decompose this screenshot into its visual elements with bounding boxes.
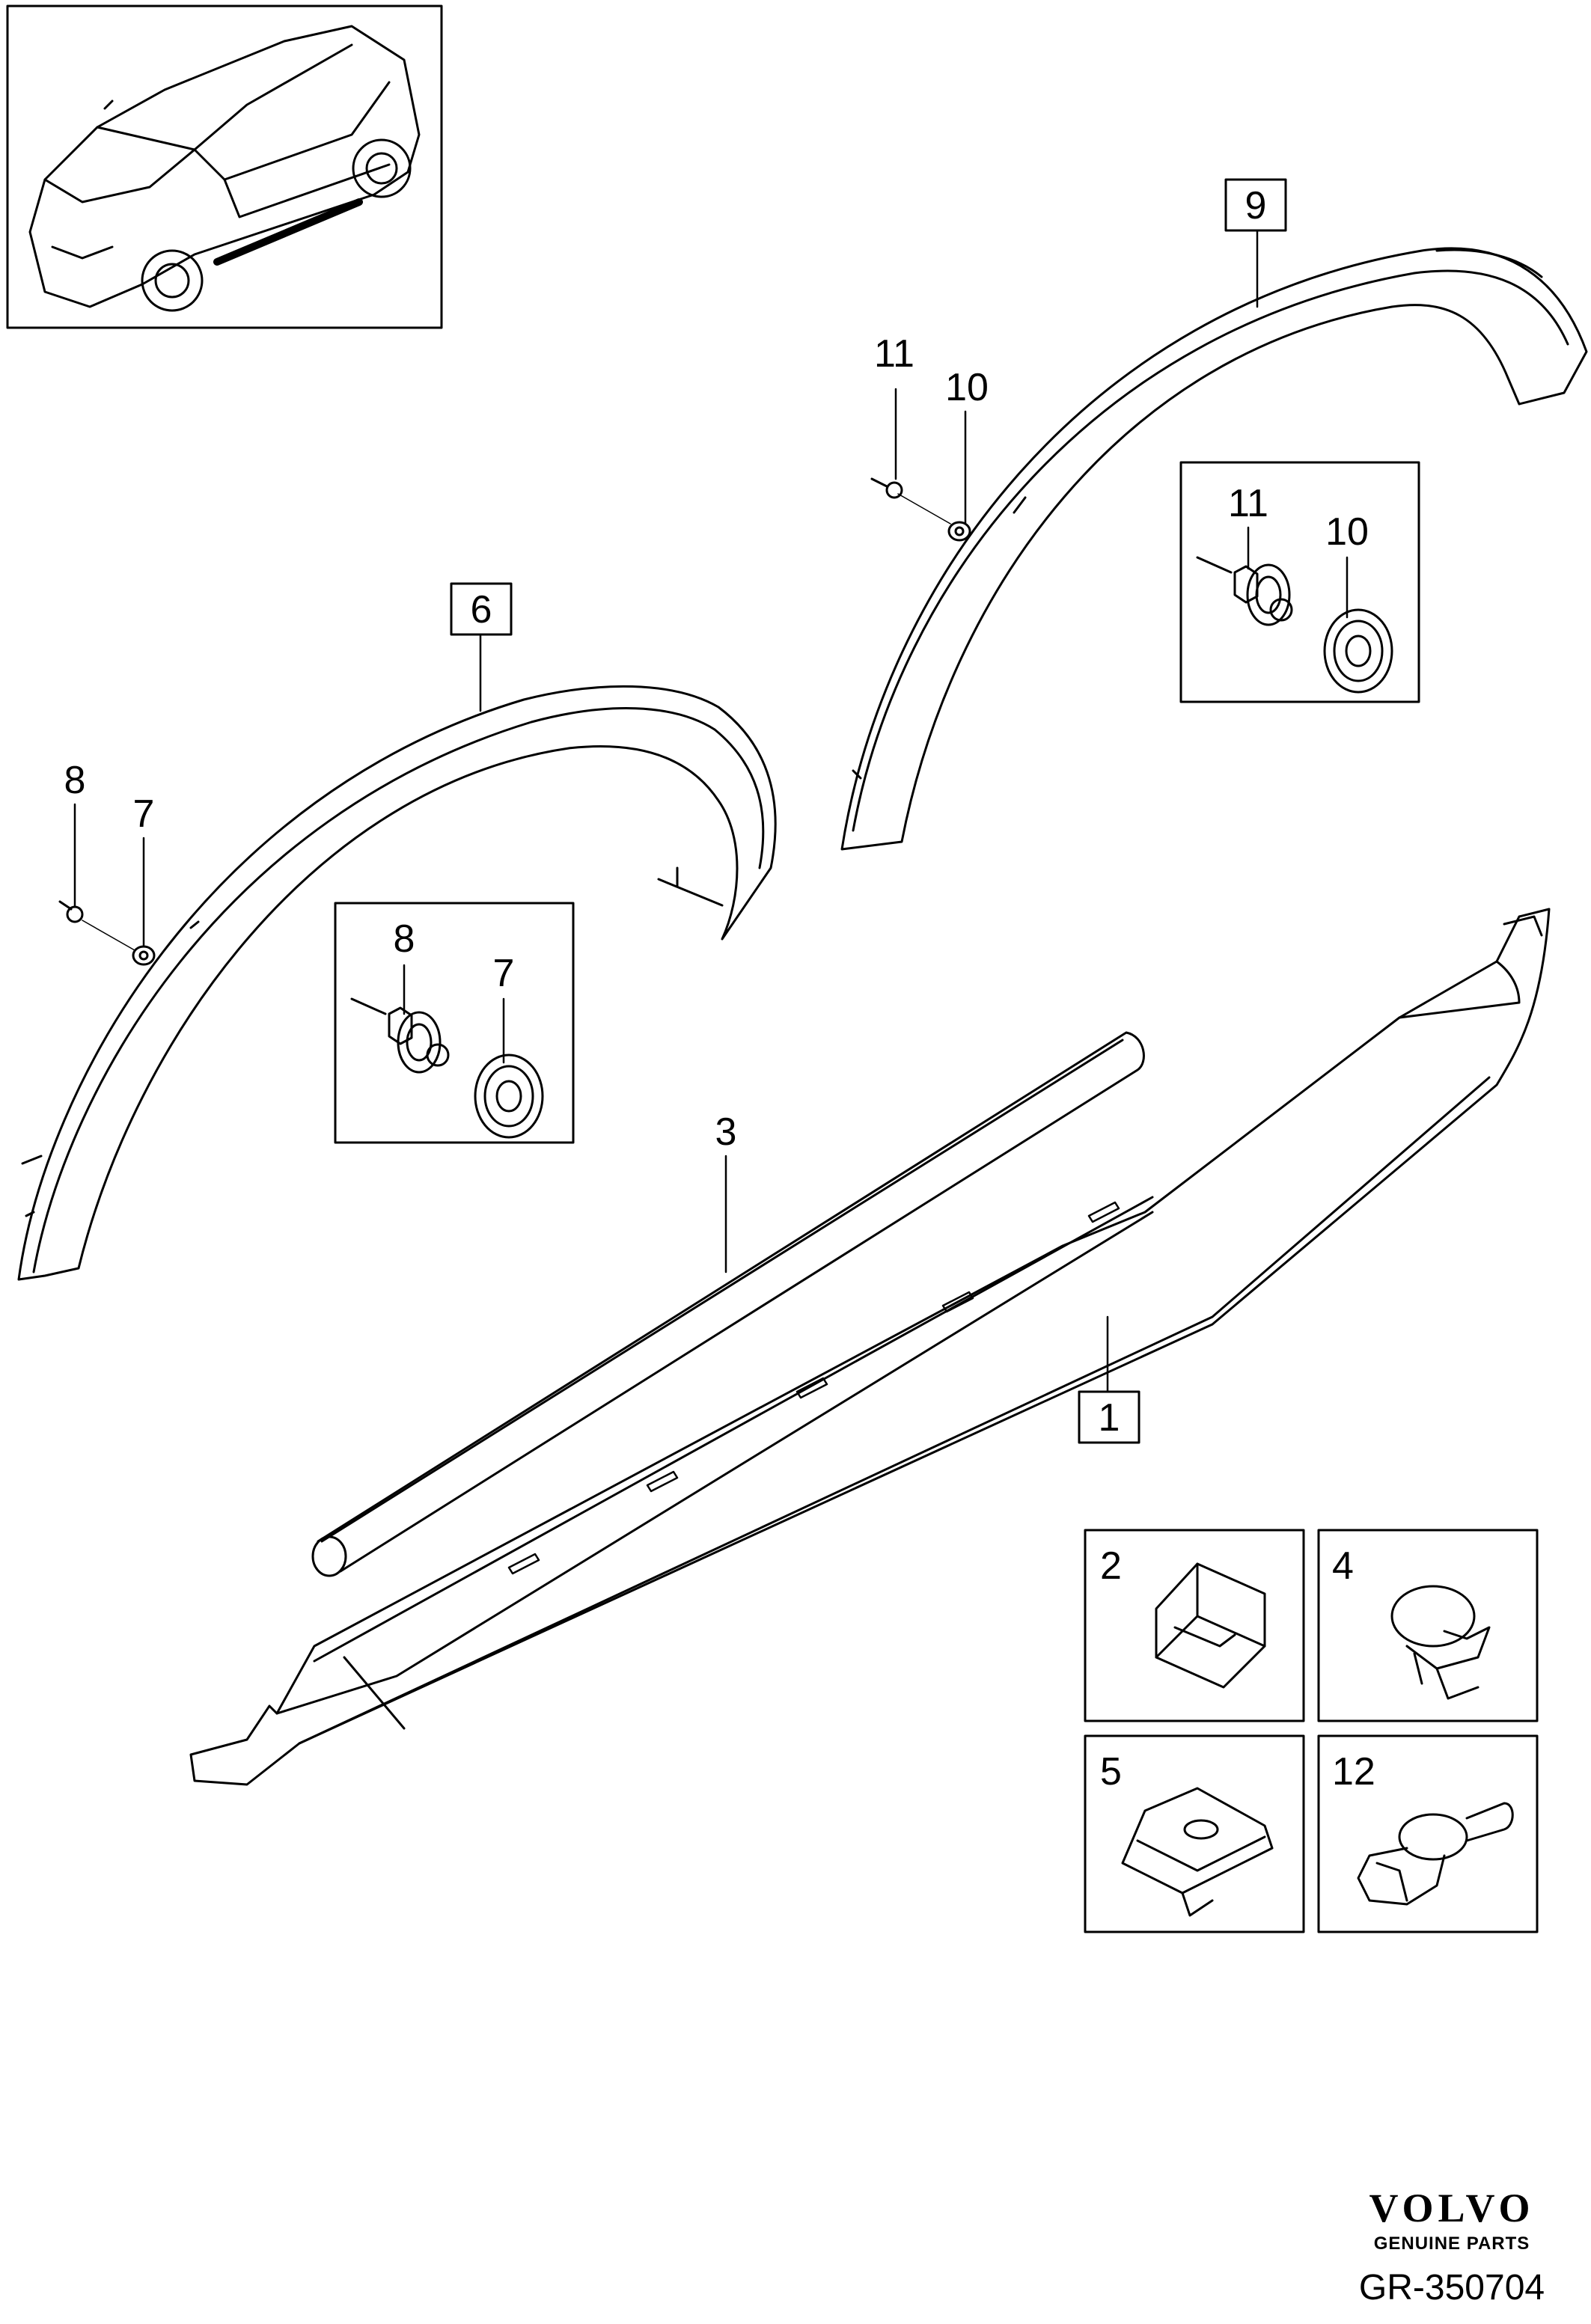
callout-8-upper: 8	[64, 759, 86, 802]
callout-11-detail: 11	[1228, 482, 1268, 525]
leader-lines	[73, 178, 1349, 1393]
brand-logo-text: VOLVO	[1369, 2186, 1535, 2230]
fastener-11-upper	[870, 477, 903, 499]
callout-10-upper: 10	[945, 366, 989, 409]
fastener-10-upper	[897, 493, 971, 542]
callout-box-9	[1224, 178, 1287, 232]
detail-box-clip-5	[1084, 1734, 1305, 1933]
vehicle-overview-thumbnail	[6, 4, 443, 329]
detail-box-clip-4	[1317, 1529, 1539, 1722]
callout-4: 4	[1332, 1544, 1354, 1588]
callout-3: 3	[715, 1110, 737, 1154]
callout-5: 5	[1100, 1750, 1122, 1794]
fastener-8-upper	[58, 900, 84, 923]
callout-12: 12	[1332, 1750, 1375, 1794]
part-3-seal-strip	[311, 1031, 1145, 1577]
detail-box-clip-2	[1084, 1529, 1305, 1722]
callout-1: 1	[1099, 1396, 1120, 1440]
brand-tagline: GENUINE PARTS	[1373, 2233, 1530, 2254]
callout-box-1	[1078, 1390, 1140, 1444]
detail-box-fasteners-11-10	[1179, 461, 1420, 703]
callout-2: 2	[1100, 1544, 1122, 1588]
detail-box-clip-12	[1317, 1734, 1539, 1933]
callout-box-6	[450, 582, 513, 636]
callout-6: 6	[471, 588, 492, 632]
detail-box-fasteners-8-7	[334, 902, 575, 1144]
callout-7-detail: 7	[493, 952, 515, 995]
callout-8-detail: 8	[394, 917, 415, 961]
diagram-reference-number: GR-350704	[1358, 2268, 1545, 2308]
callout-11-upper: 11	[874, 332, 914, 376]
callout-9: 9	[1245, 184, 1267, 227]
part-9-rear-wheel-arch-moulding	[840, 247, 1588, 851]
part-1-side-sill-moulding	[189, 908, 1551, 1786]
part-6-front-wheel-arch-moulding	[17, 685, 777, 1281]
callout-7-upper: 7	[133, 792, 155, 836]
callout-10-detail: 10	[1325, 510, 1369, 554]
